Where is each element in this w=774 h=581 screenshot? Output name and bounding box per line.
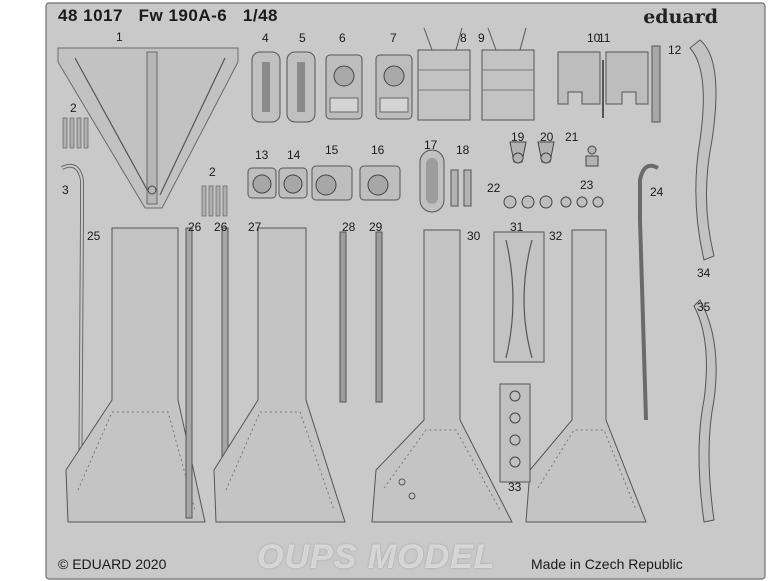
part-number-label: 31 xyxy=(510,220,524,234)
part-number-label: 20 xyxy=(540,130,554,144)
part-number-label: 29 xyxy=(369,220,383,234)
part-28 xyxy=(339,231,347,403)
part-number-label: 4 xyxy=(262,31,269,45)
part-number-label: 6 xyxy=(339,31,346,45)
part-30 xyxy=(371,229,513,523)
part-number-label: 18 xyxy=(456,143,470,157)
part-35 xyxy=(693,299,717,523)
part-number-label: 25 xyxy=(87,229,101,243)
part-number-label: 10 xyxy=(587,31,601,45)
scale: 1/48 xyxy=(242,6,278,25)
part-9 xyxy=(481,27,535,121)
part-29 xyxy=(375,231,383,403)
part-number-label: 11 xyxy=(598,31,611,45)
part-25 xyxy=(65,227,206,523)
part-number-label: 34 xyxy=(697,266,711,280)
part-number-label: 33 xyxy=(508,480,522,494)
parts-19-21 xyxy=(509,141,599,167)
part-number-label: 17 xyxy=(424,138,438,152)
part-number-label: 27 xyxy=(248,220,262,234)
part-number-label: 15 xyxy=(325,143,339,157)
brand-logo: eduard xyxy=(643,6,718,28)
part-number-label: 13 xyxy=(255,148,269,162)
part-32 xyxy=(525,229,647,523)
part-6 xyxy=(325,54,363,120)
model-name: Fw 190A-6 xyxy=(138,6,228,25)
part-17 xyxy=(419,149,445,213)
part-number-label: 26 xyxy=(188,220,202,234)
watermark: OUPS MODEL xyxy=(257,538,496,576)
part-number-label: 30 xyxy=(467,229,481,243)
part-12 xyxy=(651,45,661,123)
part-number-label: 21 xyxy=(565,130,579,144)
part-7 xyxy=(375,54,413,120)
part-number-label: 3 xyxy=(62,183,69,197)
part-26-left xyxy=(185,227,193,519)
copyright-text: © EDUARD 2020 xyxy=(58,556,167,572)
part-34 xyxy=(689,39,717,261)
set-number: 48 1017 xyxy=(58,6,123,25)
part-2-right xyxy=(201,185,228,217)
part-number-label: 8 xyxy=(460,31,467,45)
part-number-label: 2 xyxy=(70,101,77,115)
part-number-label: 2 xyxy=(209,165,216,179)
part-number-label: 19 xyxy=(511,130,525,144)
part-number-label: 23 xyxy=(580,178,594,192)
part-number-label: 16 xyxy=(371,143,385,157)
part-number-label: 5 xyxy=(299,31,306,45)
header-title: 48 1017 Fw 190A-6 1/48 xyxy=(58,6,278,26)
part-4 xyxy=(251,51,281,123)
parts-13-16 xyxy=(247,165,401,201)
parts-22-23 xyxy=(503,195,604,209)
part-number-label: 1 xyxy=(116,30,123,44)
part-number-label: 22 xyxy=(487,181,501,195)
origin-text: Made in Czech Republic xyxy=(531,556,683,572)
part-8 xyxy=(417,27,471,121)
part-number-label: 14 xyxy=(287,148,301,162)
part-number-label: 12 xyxy=(668,43,682,57)
part-number-label: 9 xyxy=(478,31,485,45)
part-18 xyxy=(450,169,472,207)
part-33 xyxy=(499,383,531,483)
part-number-label: 7 xyxy=(390,31,397,45)
part-number-label: 28 xyxy=(342,220,356,234)
part-24 xyxy=(638,163,659,421)
part-2-left xyxy=(62,117,89,149)
part-number-label: 26 xyxy=(214,220,228,234)
part-number-label: 24 xyxy=(650,185,664,199)
part-10-11 xyxy=(557,51,649,118)
part-number-label: 32 xyxy=(549,229,563,243)
part-27 xyxy=(213,227,346,523)
part-5 xyxy=(286,51,316,123)
part-31 xyxy=(493,231,545,363)
part-1 xyxy=(57,47,239,209)
part-number-label: 35 xyxy=(697,300,711,314)
